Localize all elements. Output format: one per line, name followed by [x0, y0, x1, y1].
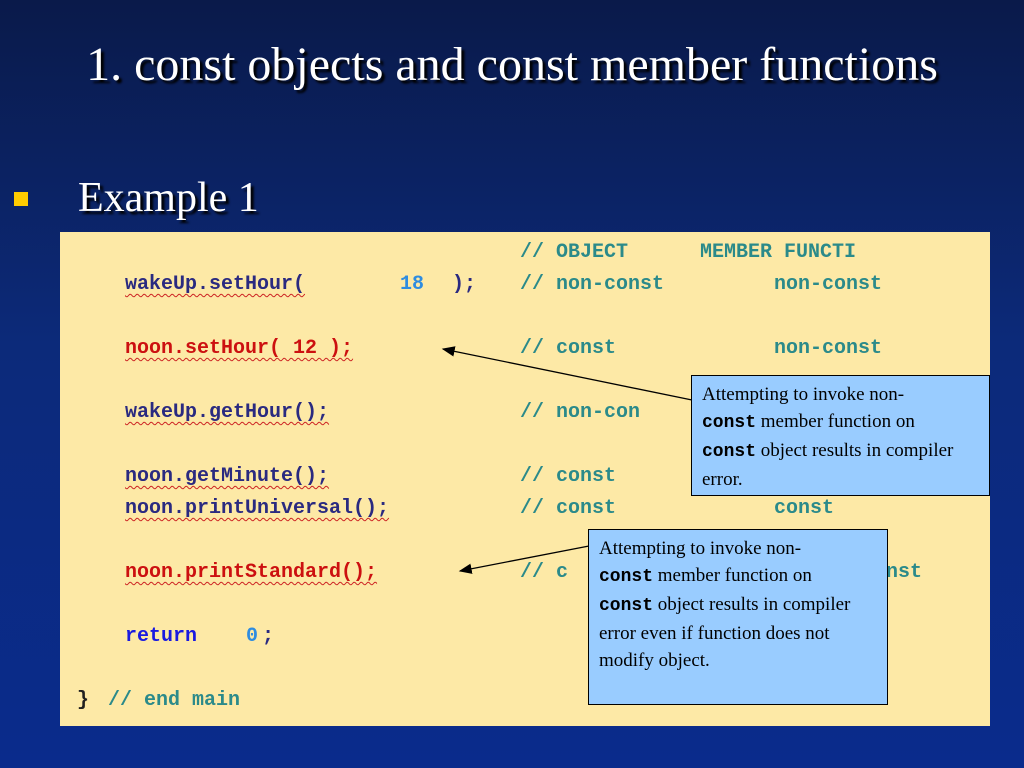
code-comment-5b: const [774, 497, 835, 520]
callout-1-keyword-1: const [702, 413, 757, 433]
code-return-end: ; [262, 625, 275, 648]
code-comment-1: // non-const [520, 273, 665, 296]
code-comment-6b: nst [886, 561, 923, 584]
slide-title: 1. const objects and const member functi… [86, 38, 938, 91]
callout-2-keyword-1: const [599, 567, 654, 587]
callout-box-1: Attempting to invoke non- const member f… [691, 375, 990, 496]
code-stmt-6: noon.printStandard(); [125, 561, 378, 584]
callout-1-text-mid: member function on [756, 411, 915, 432]
callout-2-text-mid: member function on [653, 565, 812, 586]
code-return-keyword: return [125, 625, 198, 648]
arrow-to-setHour [441, 346, 693, 401]
callout-box-2: Attempting to invoke non- const member f… [588, 529, 888, 705]
code-stmt-5: noon.printUniversal(); [125, 497, 390, 520]
code-stmt-3: wakeUp.getHour(); [125, 401, 330, 424]
callout-1-text-post: object results in compiler error. [702, 440, 954, 490]
code-comment-6: // c [520, 561, 569, 584]
code-end-main-comment: // end main [108, 689, 241, 712]
code-comment-2: // const [520, 337, 617, 360]
arrow-to-printStandard [458, 545, 590, 574]
code-header-comment: // OBJECT MEMBER FUNCTI [520, 241, 857, 264]
code-stmt-2: noon.setHour( 12 ); [125, 337, 354, 360]
callout-2-keyword-2: const [599, 596, 654, 616]
code-comment-5: // const [520, 497, 617, 520]
code-comment-4: // const [520, 465, 617, 488]
code-stmt-4: noon.getMinute(); [125, 465, 330, 488]
code-stmt-1: wakeUp.setHour( [125, 273, 306, 296]
code-comment-1b: non-const [774, 273, 883, 296]
code-return-value: 0 [246, 625, 259, 648]
bullet-text: Example 1 [78, 175, 259, 221]
code-end-1: ); [452, 273, 477, 296]
callout-2-text-post: object results in compiler error even if… [599, 594, 851, 671]
callout-1-keyword-2: const [702, 442, 757, 462]
code-arg-1: 18 [400, 273, 425, 296]
code-comment-2b: non-const [774, 337, 883, 360]
callout-1-text-pre: Attempting to invoke non- [702, 384, 905, 405]
callout-2-text-pre: Attempting to invoke non- [599, 538, 802, 559]
square-bullet-icon [14, 192, 28, 206]
code-closing-brace: } [77, 689, 90, 712]
code-comment-3: // non-con [520, 401, 641, 424]
